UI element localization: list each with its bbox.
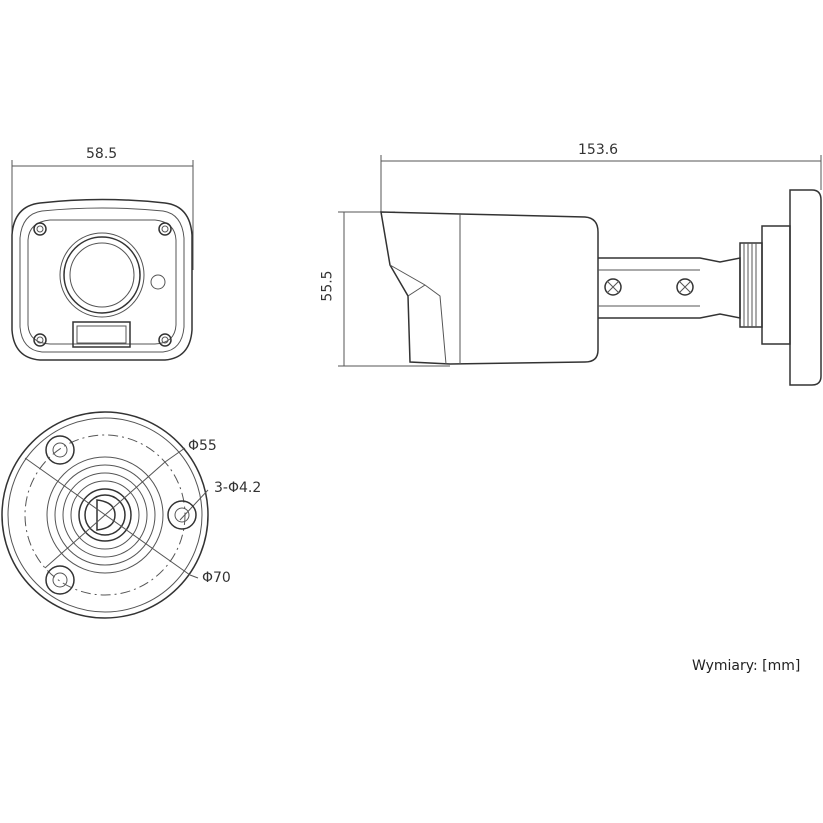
length-dimension-label: 153.6	[578, 142, 619, 158]
front-view	[11, 160, 194, 361]
side-view	[338, 155, 822, 386]
units-note: Wymiary: [mm]	[692, 658, 801, 674]
width-dimension-label: 58.5	[86, 146, 118, 162]
height-dimension-label: 55.5	[319, 270, 336, 302]
screw-holes-label: 3-Φ4.2	[214, 480, 262, 496]
inner-diameter-label: Φ55	[188, 438, 217, 454]
outer-diameter-label: Φ70	[202, 570, 231, 586]
bottom-view	[1, 411, 209, 619]
